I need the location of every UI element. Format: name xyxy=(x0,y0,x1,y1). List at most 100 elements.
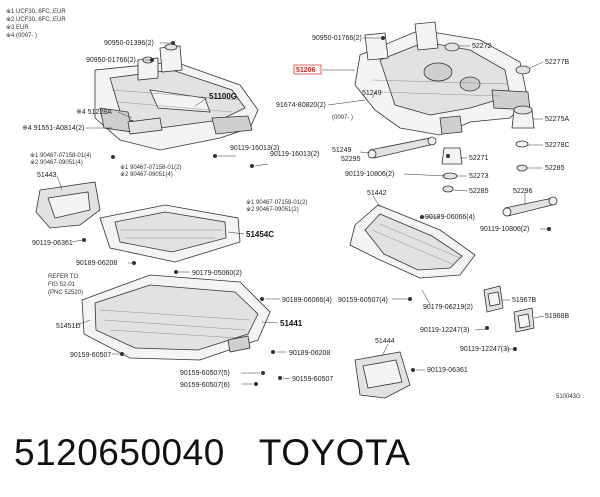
bolt-icon xyxy=(120,352,124,356)
label-90950-01396: 90950-01396(2) xyxy=(104,40,154,47)
label-52273: 52273 xyxy=(469,173,489,180)
bolt-icon xyxy=(171,41,175,45)
label-51206-highlighted: 51206 xyxy=(296,67,316,74)
label-52271: 52271 xyxy=(469,155,489,162)
label-91551-A0814: ※4 91551-A0814(2) xyxy=(22,125,84,132)
bolt-icon xyxy=(408,297,412,301)
part-number: 5120650040 xyxy=(14,432,225,473)
label-51444: 51444 xyxy=(375,338,395,345)
bolt-icon xyxy=(278,376,282,380)
label-90189-06066-a: 90189-06066(4) xyxy=(425,214,475,221)
label-51228A: ※4 51228A xyxy=(76,109,112,116)
label-52272: 52272 xyxy=(472,43,492,50)
legend-line-2: ※2 UCF30..6FC..EUR xyxy=(6,16,66,23)
label-51451D: 51451D xyxy=(56,323,81,330)
label-51249-a: 51249 xyxy=(362,90,382,97)
label-90159-60507-d: 90159-60507(6) xyxy=(180,382,230,389)
arms-drawing xyxy=(367,136,558,217)
label-90950-01766-left: 90950-01766(2) xyxy=(86,57,136,64)
label-90159-60507-b: 90159-60507 xyxy=(70,352,111,359)
label-90159-60507-c: 90159-60507(5) xyxy=(180,370,230,377)
bolt-icon xyxy=(150,58,154,62)
label-90119-10806-b: 90119-10806(2) xyxy=(480,226,529,233)
bolt-icon xyxy=(111,155,115,159)
label-51442: 51442 xyxy=(367,190,387,197)
bolt-icon xyxy=(254,382,258,386)
brand-name: TOYOTA xyxy=(258,432,411,473)
label-51100G: 51100G xyxy=(209,92,237,101)
brackets-drawing xyxy=(483,285,535,333)
label-0007: (0007- ) xyxy=(332,115,353,121)
label-91674-80820: 91674-80820(2) xyxy=(276,102,326,109)
label-51967B: 51967B xyxy=(512,297,536,304)
label-90179-05060: 90179-05060(2) xyxy=(192,270,242,277)
label-90119-12247-a: 90119-12247(3) xyxy=(420,327,469,334)
label-52295: 52295 xyxy=(341,156,361,163)
label-90189-06208-b: 90189-06208 xyxy=(289,350,330,357)
engine-under-cover-drawing xyxy=(99,204,241,263)
label-52277B: 52277B xyxy=(545,59,569,66)
label-90467-07158-01-c: ※1 90467-07158-01(2) xyxy=(246,199,307,206)
label-90189-06066-b: 90189-06066(4) xyxy=(282,297,332,304)
label-90119-12247-b: 90119-12247(3) xyxy=(460,346,509,353)
bolt-icon xyxy=(420,215,424,219)
label-52275A: 52275A xyxy=(545,116,569,123)
label-90467-07158-01-a: ※1 90467-07158-01(4) xyxy=(30,152,91,159)
label-51454C: 51454C xyxy=(246,230,274,239)
bolt-icon xyxy=(485,326,489,330)
label-90119-10806-a: 90119-10806(2) xyxy=(345,171,394,178)
label-90467-09051-a: ※2 90467-09051(4) xyxy=(30,159,83,166)
label-90119-06361: 90119-06361 xyxy=(32,240,73,247)
refer-line-1: REFER TO xyxy=(48,274,78,280)
bolt-icon xyxy=(250,164,254,168)
bolt-icon xyxy=(411,368,415,372)
bushing-column-drawing xyxy=(441,42,535,193)
bolt-icon xyxy=(260,297,264,301)
label-90159-60507-e: 90159-60507 xyxy=(292,376,333,383)
legend-line-3: ※3 EUR xyxy=(6,24,29,31)
label-51441: 51441 xyxy=(280,319,303,328)
refer-line-2: FIG 52-01 xyxy=(48,282,76,288)
label-90159-60507-a: 90159-60507(4) xyxy=(338,297,388,304)
leader-lines xyxy=(56,37,547,385)
bolt-icon xyxy=(513,347,517,351)
bolt-icon xyxy=(174,270,178,274)
bolt-icon xyxy=(261,371,265,375)
highlight-box xyxy=(293,64,322,75)
label-90467-07158-01-b: ※1 90467-07158-01(2) xyxy=(120,164,181,171)
side-covers-drawing xyxy=(35,181,411,399)
fasteners xyxy=(82,36,551,386)
legend-line-4: ※4 (0007- ) xyxy=(6,32,37,39)
label-90189-06208-a: 90189-06208 xyxy=(76,260,117,267)
floor-cover-main-drawing xyxy=(81,274,271,361)
bolt-icon xyxy=(446,154,450,158)
bolt-icon xyxy=(547,227,551,231)
drawing-number: 510043G xyxy=(556,394,581,400)
label-90467-09051-b: ※2 90467-09051(4) xyxy=(120,171,173,178)
label-52296: 52296 xyxy=(513,188,533,195)
bolt-icon xyxy=(82,238,86,242)
label-52285-center: 52285 xyxy=(469,188,489,195)
label-90119-16013-a: 90119-16013(2) xyxy=(230,145,279,152)
label-51249-b: 51249 xyxy=(332,147,352,154)
rear-crossmember-drawing xyxy=(354,21,531,136)
label-52278C: 52278C xyxy=(545,142,570,149)
label-90179-06219: 90179-06219(2) xyxy=(423,304,473,311)
label-90119-16013-b: 90119-16013(2) xyxy=(270,151,319,158)
callout-labels: 90950-01396(2) 90950-01766(2) 90950-0176… xyxy=(22,35,581,400)
label-90119-06361-b: 90119-06361 xyxy=(427,367,468,374)
floor-cover-right-drawing xyxy=(349,204,476,279)
label-90467-09051-c: ※2 90467-09051(2) xyxy=(246,206,299,213)
bolt-icon xyxy=(381,36,385,40)
label-51443: 51443 xyxy=(37,172,57,179)
parts-diagram: ※1 UCF30..6FC..EUR ※2 UCF30..6FC..EUR ※3… xyxy=(6,8,581,400)
bolt-icon xyxy=(132,261,136,265)
legend-line-1: ※1 UCF30..6FC..EUR xyxy=(6,8,66,15)
refer-line-3: (PNC 52520) xyxy=(48,290,83,296)
label-52285-right: 52285 xyxy=(545,165,565,172)
legend: ※1 UCF30..6FC..EUR ※2 UCF30..6FC..EUR ※3… xyxy=(6,8,66,39)
part-caption: 5120650040 TOYOTA xyxy=(14,432,411,482)
bolt-icon xyxy=(213,154,217,158)
label-90950-01766-right: 90950-01766(2) xyxy=(312,35,362,42)
label-51968B: 51968B xyxy=(545,313,569,320)
